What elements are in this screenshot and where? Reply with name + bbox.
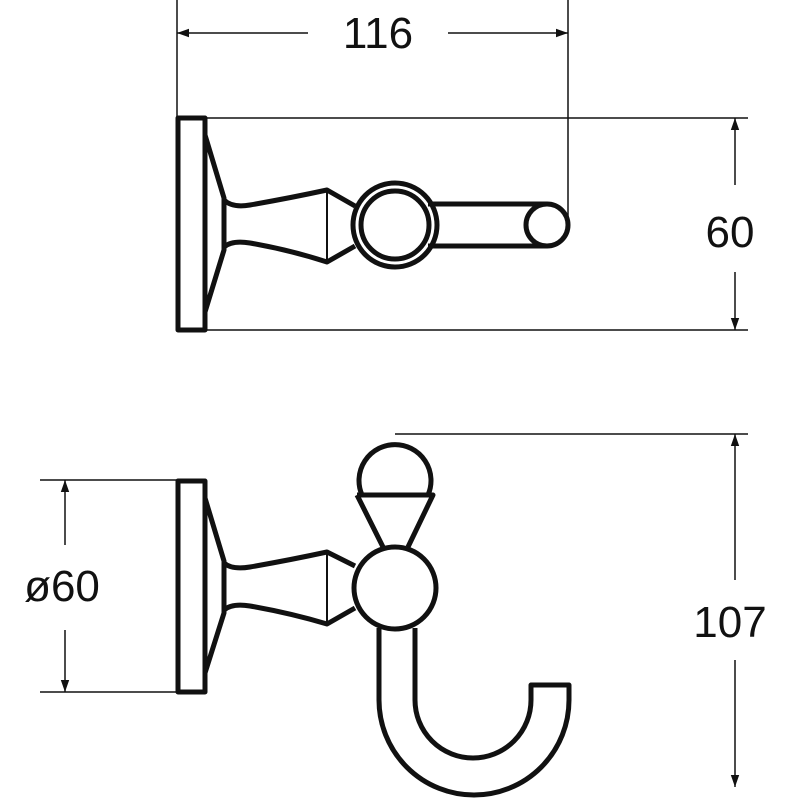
neck-top [222, 549, 357, 571]
rod [428, 201, 547, 249]
wall-plate [175, 478, 208, 695]
finial-ball [356, 442, 434, 496]
ring-outer [350, 180, 440, 270]
width-dimension-label: 116 [343, 9, 413, 58]
neck-bottom [222, 239, 357, 265]
diameter-dimension-label: ø60 [24, 562, 100, 611]
height-dimension-label: 60 [706, 208, 755, 257]
center-ball [351, 544, 439, 632]
wall-plate [175, 115, 208, 333]
front-view: ø60 107 [24, 433, 767, 798]
finial-cone [354, 492, 436, 549]
ring-inner [358, 188, 432, 262]
plate-flare [202, 134, 227, 313]
plate-flare [202, 497, 227, 674]
height-dimension-label: 107 [693, 598, 766, 647]
neck-top [222, 187, 357, 209]
hook [376, 628, 572, 798]
rod-end [523, 201, 571, 249]
top-view: 116 60 [175, 0, 755, 333]
neck-bottom [222, 602, 357, 627]
